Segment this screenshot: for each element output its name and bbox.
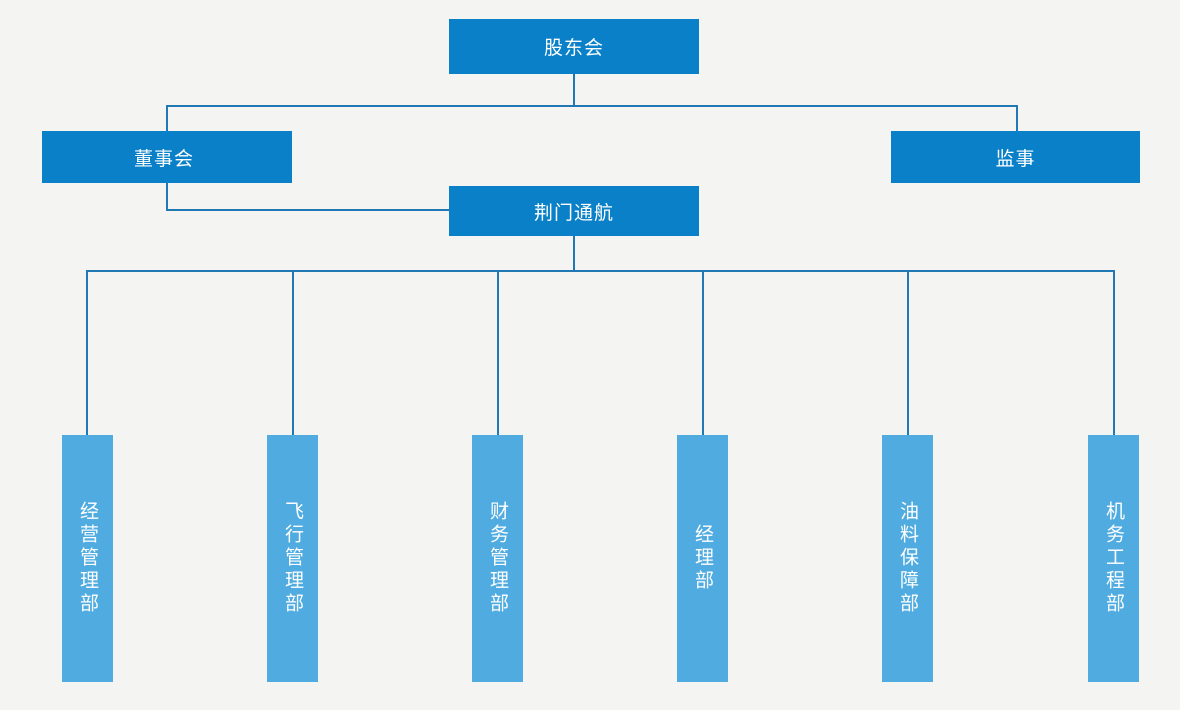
connector-department-drop-6 <box>1113 270 1115 436</box>
connector-board-to-company-horizontal <box>166 209 450 211</box>
node-department-manager[interactable]: 经理部 <box>677 435 728 682</box>
connector-company-drop <box>573 236 575 271</box>
node-department-fuel-support[interactable]: 油料保障部 <box>882 435 933 682</box>
connector-department-drop-5 <box>907 270 909 436</box>
connector-department-drop-3 <box>497 270 499 436</box>
connector-department-drop-4 <box>702 270 704 436</box>
node-label-shareholders-meeting: 股东会 <box>543 38 604 59</box>
node-label-department-maintenance-engineering: 机务工程部 <box>1103 501 1124 616</box>
connector-level2-bus <box>166 105 1018 107</box>
node-label-company-jingmen-aviation: 荆门通航 <box>533 202 614 224</box>
node-label-department-fuel-support: 油料保障部 <box>897 501 918 616</box>
node-department-finance-management[interactable]: 财务管理部 <box>472 435 523 682</box>
connector-board-to-company-vertical <box>166 183 168 211</box>
connector-department-drop-2 <box>292 270 294 436</box>
node-label-department-manager: 经理部 <box>692 524 713 593</box>
node-label-supervisor: 监事 <box>995 148 1036 170</box>
connector-board-drop <box>166 105 168 132</box>
node-label-department-business-management: 经营管理部 <box>77 501 98 616</box>
connector-department-bus <box>86 270 1115 272</box>
node-company-jingmen-aviation[interactable]: 荆门通航 <box>449 186 699 236</box>
node-label-department-flight-management: 飞行管理部 <box>282 501 303 616</box>
connector-supervisor-drop <box>1016 105 1018 132</box>
node-shareholders-meeting[interactable]: 股东会 <box>449 19 699 74</box>
node-board-of-directors[interactable]: 董事会 <box>42 131 292 183</box>
node-department-maintenance-engineering[interactable]: 机务工程部 <box>1088 435 1139 682</box>
node-label-board-of-directors: 董事会 <box>134 148 195 170</box>
node-label-department-finance-management: 财务管理部 <box>487 501 508 616</box>
node-department-business-management[interactable]: 经营管理部 <box>62 435 113 682</box>
connector-shareholders-drop <box>573 74 575 106</box>
node-supervisor[interactable]: 监事 <box>891 131 1140 183</box>
connector-department-drop-1 <box>86 270 88 436</box>
node-department-flight-management[interactable]: 飞行管理部 <box>267 435 318 682</box>
